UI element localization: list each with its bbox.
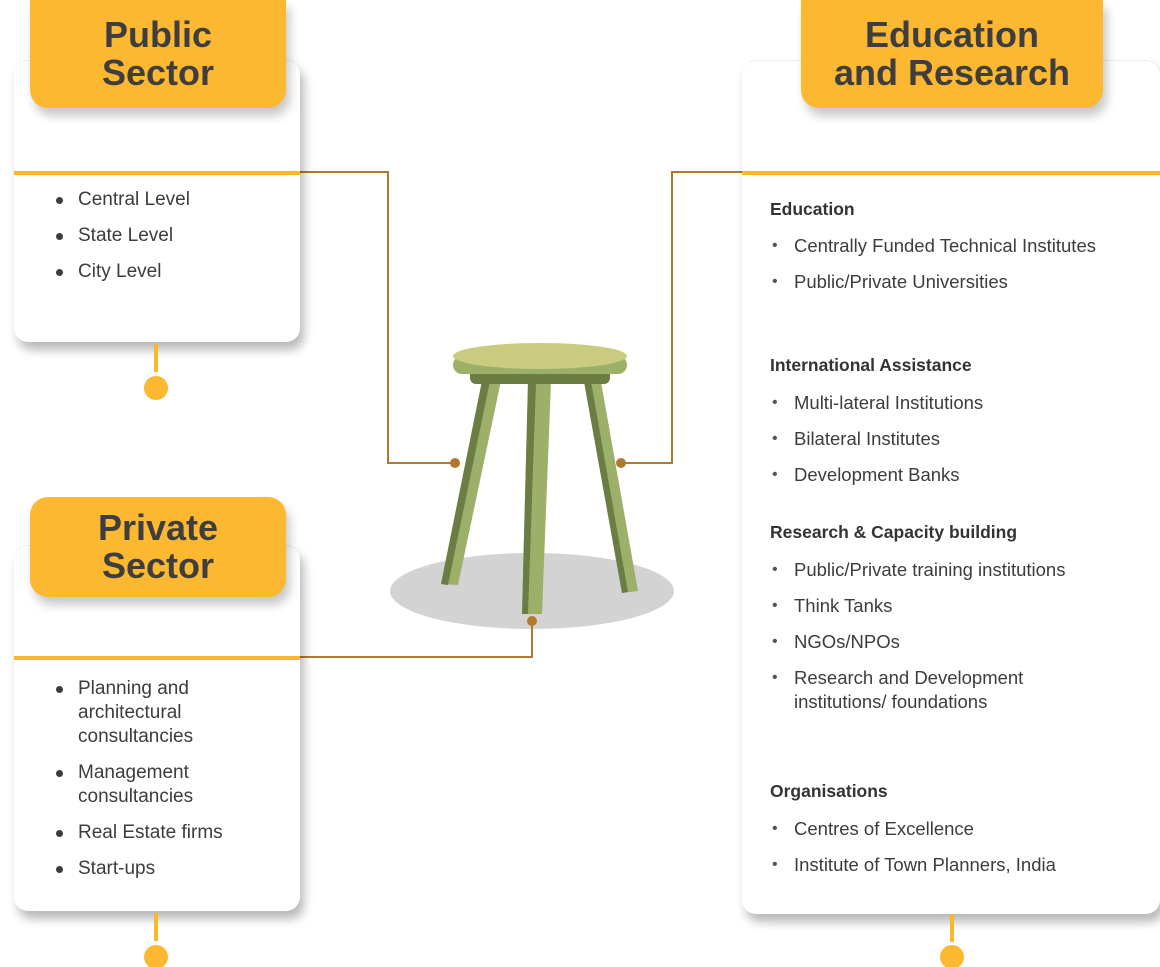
international-assistance-list: Multi-lateral Institutions Bilateral Ins… [770,391,1130,487]
private-sector-dot [144,945,168,967]
list-item: Multi-lateral Institutions [770,391,1130,415]
section-heading-organisations: Organisations [770,781,888,801]
list-item: Central Level [52,188,292,212]
private-sector-list: Planning and architectural consultancies… [52,677,272,881]
private-sector-title-line1: Private [97,507,219,549]
connector-education [621,171,742,464]
section-heading-international-assistance: International Assistance [770,355,972,375]
list-item: Public/Private training institutions [770,558,1090,582]
list-item: Research and Development institutions/ f… [770,666,1090,714]
list-item: Planning and architectural consultancies [52,677,272,749]
list-item: Real Estate firms [52,821,272,845]
stool-leg-right-shade [583,376,628,593]
list-item: Centres of Excellence [770,817,1150,841]
public-sector-list: Central Level State Level City Level [52,188,292,284]
list-item: Public/Private Universities [770,270,1130,294]
education-research-stem [950,914,954,942]
research-capacity-list: Public/Private training institutions Thi… [770,558,1090,714]
list-item: Management consultancies [52,761,272,809]
stool-leg-center-shade [522,382,536,614]
organisations-list: Centres of Excellence Institute of Town … [770,817,1150,877]
connector-private [300,621,533,658]
list-item: Think Tanks [770,594,1090,618]
public-sector-divider [14,171,300,175]
connector-education-end [616,458,626,468]
private-sector-title-line2: Sector [101,545,215,586]
education-research-title-line1: Education [864,14,1039,56]
education-research-card [742,60,1160,914]
list-item: NGOs/NPOs [770,630,1090,654]
education-research-dot [940,945,964,967]
list-item: Bilateral Institutes [770,427,1130,451]
section-heading-research-capacity: Research & Capacity building [770,522,1018,542]
list-item: City Level [52,260,292,284]
education-list: Centrally Funded Technical Institutes Pu… [770,234,1130,294]
section-heading-education: Education [770,199,855,219]
connector-private-end [527,616,537,626]
connector-public [300,171,455,464]
education-research-divider [742,171,1160,175]
stool-seat-top [453,343,627,369]
list-item: Development Banks [770,463,1130,487]
education-research-title-line2: and Research [833,52,1071,93]
list-item: State Level [52,224,292,248]
list-item: Institute of Town Planners, India [770,853,1150,877]
public-sector-stem [154,344,158,372]
public-sector-title-line2: Sector [101,52,215,93]
private-sector-card [14,545,300,911]
connector-public-end [450,458,460,468]
private-sector-stem [154,913,158,941]
public-sector-dot [144,376,168,400]
public-sector-title-line1: Public [103,14,212,56]
stool-leg-left-shade [441,376,491,585]
private-sector-divider [14,656,300,660]
list-item: Centrally Funded Technical Institutes [770,234,1130,258]
list-item: Start-ups [52,857,272,881]
